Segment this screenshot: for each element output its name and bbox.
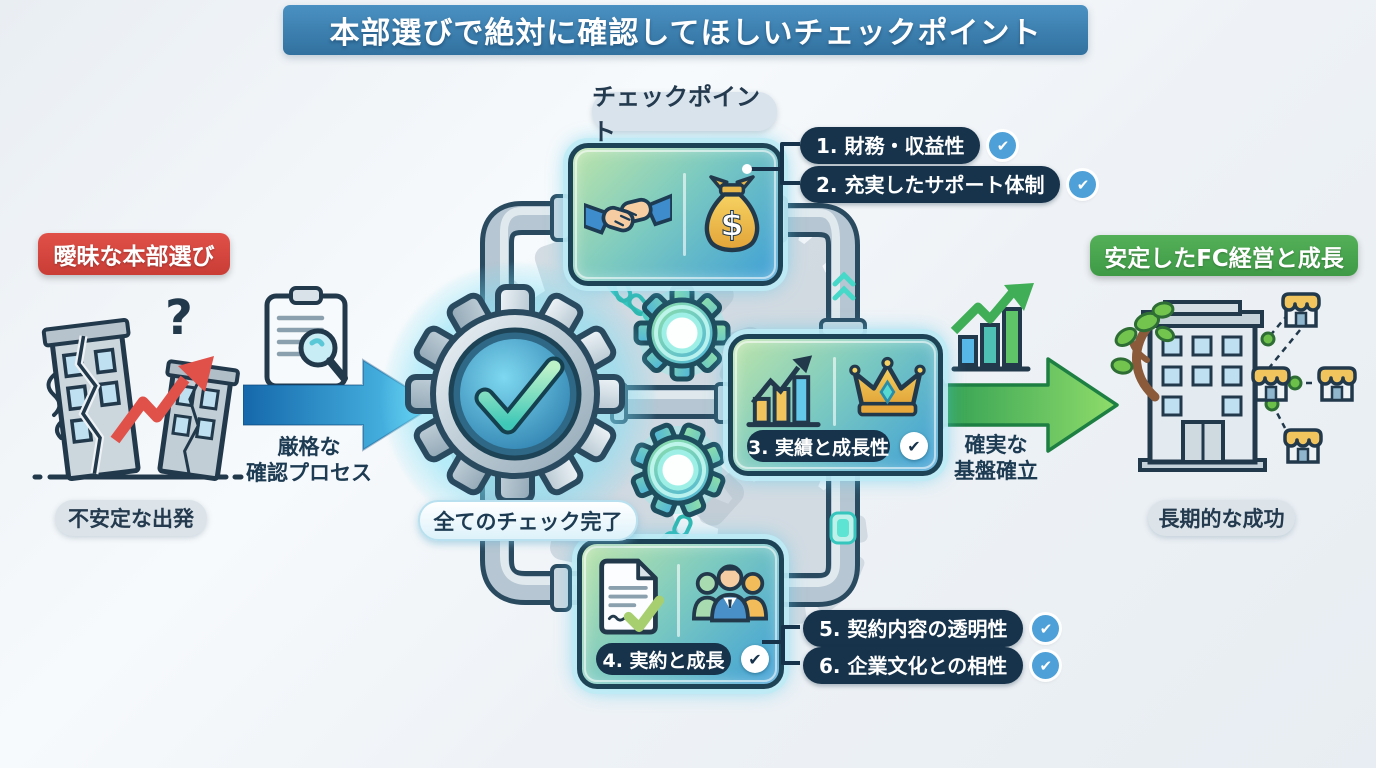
- checkpoint-1-check-icon: ✔: [989, 132, 1017, 159]
- gear-check-icon: [405, 284, 625, 504]
- money-bag-icon: $: [704, 174, 760, 252]
- right-caption-pill: 長期的な成功: [1148, 500, 1295, 536]
- checkpoint-1-row: 1. 財務・収益性 ✔: [800, 127, 1017, 164]
- machine-title-pill: チェックポイント: [592, 83, 777, 146]
- checkpoint-3-pill: 3. 実績と成長性: [747, 430, 890, 462]
- handshake-icon: [584, 193, 672, 235]
- checkpoint-4-label: 4. 実約と成長: [602, 649, 725, 672]
- foundation-label-line2: 基盤確立: [954, 459, 1038, 484]
- broken-building-icon: ?: [32, 290, 244, 482]
- checkpoint-2-row: 2. 充実したサポート体制 ✔: [800, 166, 1097, 203]
- title-banner: 本部選びで絶対に確認してほしいチェックポイント: [283, 5, 1088, 55]
- box-contract-people: 4. 実約と成長 ✔: [577, 539, 784, 689]
- right-caption-label: 長期的な成功: [1158, 507, 1285, 531]
- machine-title-label: チェックポイント: [592, 82, 760, 146]
- process-label-line1: 厳格な: [277, 435, 341, 459]
- box-divider: [683, 173, 686, 256]
- checkpoint-4-check-icon: ✔: [741, 645, 769, 673]
- checkpoint-4-pill: 4. 実約と成長: [596, 643, 731, 675]
- team-people-icon: [691, 564, 768, 623]
- crown-icon: [849, 356, 926, 417]
- check-complete-label: 全てのチェック完了: [433, 509, 623, 534]
- right-success-badge: 安定したFC経営と成長: [1090, 235, 1358, 276]
- box-finance-support: $: [568, 143, 783, 286]
- dollar-sign: $: [720, 204, 743, 243]
- left-caption-pill: 不安定な出発: [55, 500, 207, 536]
- box-divider: [833, 357, 836, 426]
- checkpoint-3-label: 3. 実績と成長性: [747, 436, 890, 459]
- green-success-arrow: [933, 357, 1119, 453]
- box-performance-growth: 3. 実績と成長性 ✔: [728, 334, 943, 476]
- checkpoint-5-row: 5. 契約内容の透明性 ✔: [803, 610, 1060, 647]
- checkpoint-6-check-icon: ✔: [1032, 652, 1060, 679]
- checkpoint-1-pill: 1. 財務・収益性: [800, 127, 981, 164]
- hq-network-icon: [1110, 292, 1357, 472]
- document-check-icon: [598, 558, 664, 635]
- right-success-badge-label: 安定したFC経営と成長: [1104, 245, 1344, 272]
- checkpoint-6-pill: 6. 企業文化との相性: [803, 647, 1024, 684]
- checkpoint-5-check-icon: ✔: [1032, 615, 1060, 642]
- process-label-line2: 確認プロセス: [246, 461, 372, 486]
- page-title: 本部選びで絶対に確認してほしいチェックポイント: [329, 16, 1042, 51]
- process-label: 厳格な 確認プロセス: [233, 434, 385, 487]
- check-complete-pill: 全てのチェック完了: [418, 500, 638, 541]
- checkpoint-2-check-icon: ✔: [1069, 171, 1097, 198]
- checkpoint-3-check-icon: ✔: [900, 432, 928, 460]
- checkpoint-5-pill: 5. 契約内容の透明性: [803, 610, 1024, 647]
- foundation-label-line1: 確実な: [964, 433, 1028, 457]
- checkpoint-6-row: 6. 企業文化との相性 ✔: [803, 647, 1060, 684]
- left-problem-badge-label: 曖昧な本部選び: [53, 244, 215, 270]
- growth-chart-icon: [950, 283, 1034, 372]
- left-caption-label: 不安定な出発: [68, 507, 194, 531]
- checkpoint-2-pill: 2. 充実したサポート体制: [800, 166, 1061, 203]
- clipboard-audit-icon: [264, 286, 348, 389]
- bar-chart-arrow-icon: [746, 355, 821, 428]
- left-problem-badge: 曖昧な本部選び: [38, 233, 230, 275]
- foundation-label: 確実な 基盤確立: [920, 432, 1072, 485]
- question-mark: ?: [165, 290, 193, 346]
- box-divider: [677, 564, 680, 637]
